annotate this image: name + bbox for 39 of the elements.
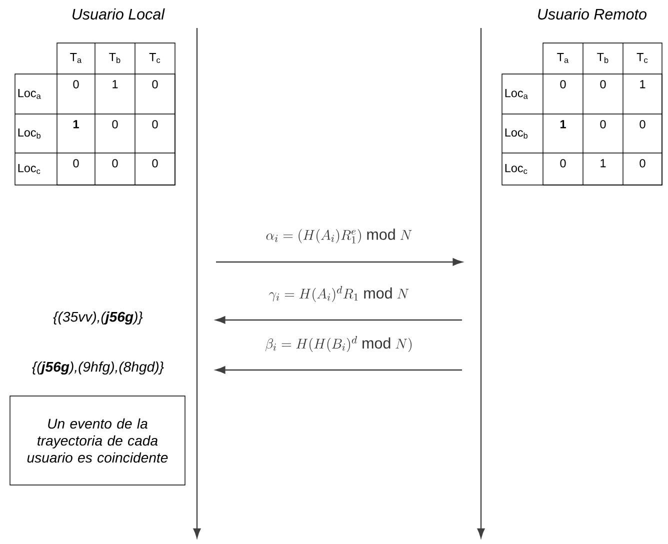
- table-cell: 0: [600, 80, 606, 88]
- table-cell: 0: [640, 159, 646, 168]
- arrow: [216, 316, 462, 324]
- table-cell: 0: [112, 159, 118, 168]
- column-header: T$_{a}$: [557, 53, 569, 63]
- row-header: Loc$_{a}$: [18, 89, 41, 99]
- edge-label: $\alpha_i = (H(A_i)R_1^e) \bmod N$: [266, 228, 412, 244]
- edge-label: $\gamma_i = H(A_i)^d R_1 \bmod N$: [269, 286, 409, 302]
- row-header: Loc$_{c}$: [18, 164, 40, 174]
- arrow: [216, 366, 462, 374]
- table-cell: 0: [560, 159, 566, 168]
- table-cell: 0: [73, 159, 79, 168]
- table-cell: 1: [112, 80, 118, 88]
- column-header: T$_{a}$: [70, 53, 82, 63]
- table-cell: 0: [560, 80, 566, 88]
- table-cell: 1: [640, 80, 646, 88]
- heading: Usuario Remoto: [538, 8, 647, 20]
- column-header: T$_{c}$: [636, 53, 648, 63]
- arrow: [216, 258, 462, 266]
- row-header: Loc$_{a}$: [505, 89, 528, 99]
- row-header: Loc$_{b}$: [505, 128, 528, 138]
- table-cell: 0: [152, 159, 158, 168]
- table-cell: 1: [560, 120, 566, 128]
- column-header: T$_{c}$: [149, 53, 160, 63]
- table-cell: 0: [73, 80, 79, 88]
- table-cell: 0: [112, 120, 118, 128]
- table-cell: 0: [152, 120, 158, 128]
- table-cell: 0: [600, 120, 606, 128]
- table-cell: 0: [152, 80, 158, 88]
- column-header: T$_{b}$: [597, 52, 608, 64]
- note-box: Un evento de la trayectoria de cada usuario es coincidente: [10, 396, 186, 486]
- row-header: Loc$_{c}$: [505, 164, 528, 174]
- table-cell: 1: [600, 159, 606, 168]
- heading: Usuario Local: [72, 8, 165, 20]
- edge-label: $\beta_i = H(H(B_i)^d \bmod N)$: [265, 336, 412, 352]
- row-header: Loc$_{b}$: [18, 128, 40, 138]
- table-cell: 0: [640, 120, 646, 128]
- column-header: T$_{b}$: [109, 52, 120, 64]
- table-cell: 1: [73, 120, 79, 128]
